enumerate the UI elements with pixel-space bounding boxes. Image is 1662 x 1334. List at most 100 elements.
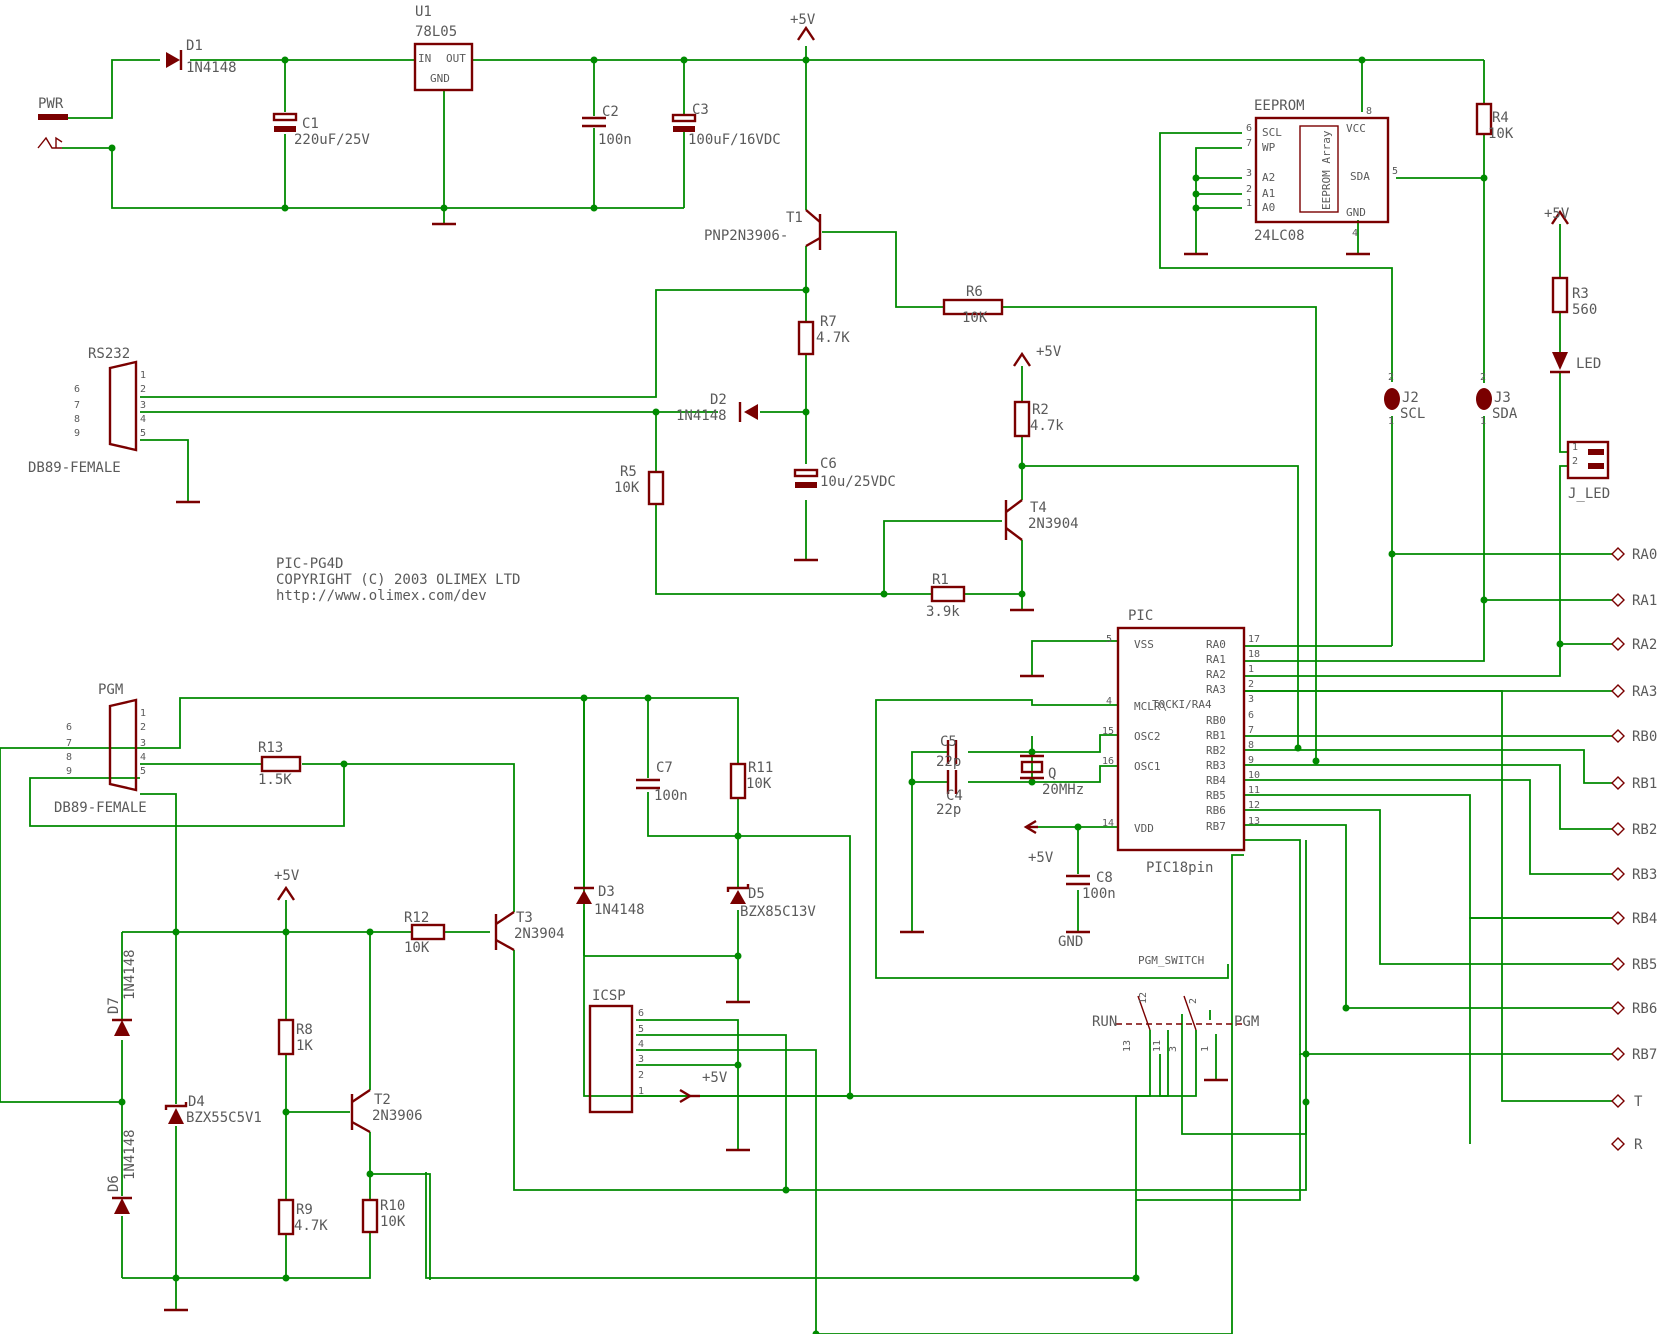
vplus-r2: +5V — [1036, 344, 1062, 360]
pic-ra3: RA3 — [1206, 683, 1226, 696]
pgm-pin4: 4 — [140, 752, 146, 763]
c2-value: 100n — [598, 132, 632, 148]
vplus-pic: +5V — [1028, 850, 1054, 866]
switch-p2: 2 — [1188, 998, 1199, 1004]
u1-pin-gnd: GND — [430, 72, 450, 85]
pic-n9: 9 — [1248, 755, 1254, 766]
pic-n13: 13 — [1248, 816, 1260, 827]
pic-vdd: VDD — [1134, 822, 1154, 835]
eeprom-pin-a0: A0 — [1262, 201, 1275, 214]
eeprom-pin-scl: SCL — [1262, 126, 1282, 139]
c4-name: C4 — [946, 788, 963, 804]
eeprom-pin-wp: WP — [1262, 141, 1276, 154]
switch-p3: 3 — [1168, 1046, 1179, 1052]
switch-p11: 11 — [1152, 1040, 1163, 1052]
pic-n12: 12 — [1248, 800, 1260, 811]
rs232-value: DB89-FEMALE — [28, 460, 121, 476]
c4-value: 22p — [936, 802, 961, 818]
out-t: T — [1634, 1094, 1643, 1110]
switch-p13: 13 — [1122, 1040, 1133, 1052]
icsp-pin2: 2 — [638, 1070, 644, 1081]
eeprom-num-4: 4 — [1352, 228, 1358, 239]
t4-value: 2N3904 — [1028, 516, 1079, 532]
wiring — [0, 46, 1612, 1334]
c7-value: 100n — [654, 788, 688, 804]
pic-rb0: RB0 — [1206, 714, 1226, 727]
eeprom-array-label: EEPROM Array — [1320, 130, 1333, 210]
q-value: 20MHz — [1042, 782, 1084, 798]
r5-value: 10K — [614, 480, 640, 496]
d2-value: 1N4148 — [676, 408, 727, 424]
pic-ra1: RA1 — [1206, 653, 1226, 666]
r2-value: 4.7k — [1030, 418, 1064, 434]
switch-p12: 12 — [1138, 992, 1149, 1004]
pic-ra0: RA0 — [1206, 638, 1226, 651]
pic-ra2: RA2 — [1206, 668, 1226, 681]
vplus-top: +5V — [790, 12, 816, 28]
r12-name: R12 — [404, 910, 429, 926]
pgm-pin5: 5 — [140, 766, 146, 777]
r9-name: R9 — [296, 1202, 313, 1218]
u1-pin-in: IN — [418, 52, 431, 65]
eeprom-title: EEPROM — [1254, 98, 1305, 114]
c6-name: C6 — [820, 456, 837, 472]
r10-name: R10 — [380, 1198, 405, 1214]
pic-rb5: RB5 — [1206, 789, 1226, 802]
pic-n2: 2 — [1248, 679, 1254, 690]
r4-name: R4 — [1492, 110, 1509, 126]
pic-osc1: OSC1 — [1134, 760, 1161, 773]
t4-name: T4 — [1030, 500, 1047, 516]
pic-osc2: OSC2 — [1134, 730, 1161, 743]
out-r: R — [1634, 1137, 1643, 1153]
pic-title: PIC — [1128, 608, 1153, 624]
d3-value: 1N4148 — [594, 902, 645, 918]
pic-rb4: RB4 — [1206, 774, 1226, 787]
icsp-pin4: 4 — [638, 1039, 644, 1050]
pgm-conn-name: PGM — [98, 682, 123, 698]
pic-n4: 4 — [1106, 696, 1112, 707]
out-rb2: RB2 — [1632, 822, 1657, 838]
icsp-pin1: 1 — [638, 1086, 644, 1097]
eeprom-num-6: 6 — [1246, 123, 1252, 134]
pic-n6: 6 — [1248, 710, 1254, 721]
c7-name: C7 — [656, 760, 673, 776]
r2-name: R2 — [1032, 402, 1049, 418]
out-ra0: RA0 — [1632, 547, 1657, 563]
c5-name: C5 — [940, 734, 957, 750]
t2-value: 2N3906 — [372, 1108, 423, 1124]
t2-name: T2 — [374, 1092, 391, 1108]
pic-rb6: RB6 — [1206, 804, 1226, 817]
r11-value: 10K — [746, 776, 772, 792]
r9-value: 4.7K — [294, 1218, 328, 1234]
pic-rb3: RB3 — [1206, 759, 1226, 772]
j3-value: SDA — [1492, 406, 1518, 422]
pic-n7: 7 — [1248, 725, 1254, 736]
eeprom-num-7: 7 — [1246, 138, 1252, 149]
pic-value: PIC18pin — [1146, 860, 1213, 876]
r3-name: R3 — [1572, 286, 1589, 302]
out-ra1: RA1 — [1632, 593, 1657, 609]
copyright-text: COPYRIGHT (C) 2003 OLIMEX LTD — [276, 572, 520, 588]
r10-value: 10K — [380, 1214, 406, 1230]
jled-pin1: 1 — [1572, 442, 1578, 453]
j3-name: J3 — [1494, 390, 1511, 406]
jled-pin2: 2 — [1572, 456, 1578, 467]
eeprom-gnd: GND — [1346, 206, 1366, 219]
d1-name: D1 — [186, 38, 203, 54]
d5-name: D5 — [748, 886, 765, 902]
out-rb3: RB3 — [1632, 867, 1657, 883]
d7-name: D7 — [106, 997, 122, 1014]
switch-pgm: PGM — [1234, 1014, 1259, 1030]
u1-pin-out: OUT — [446, 52, 466, 65]
junctions — [108, 56, 1564, 1334]
pic-n3: 3 — [1248, 694, 1254, 705]
eeprom-num-3: 3 — [1246, 168, 1252, 179]
r12-value: 10K — [404, 940, 430, 956]
rs232-name: RS232 — [88, 346, 130, 362]
out-rb7: RB7 — [1632, 1047, 1657, 1063]
out-ra3: RA3 — [1632, 684, 1657, 700]
pic-n10: 10 — [1248, 770, 1260, 781]
icsp-name: ICSP — [592, 988, 626, 1004]
ground-symbols — [164, 222, 1370, 1312]
